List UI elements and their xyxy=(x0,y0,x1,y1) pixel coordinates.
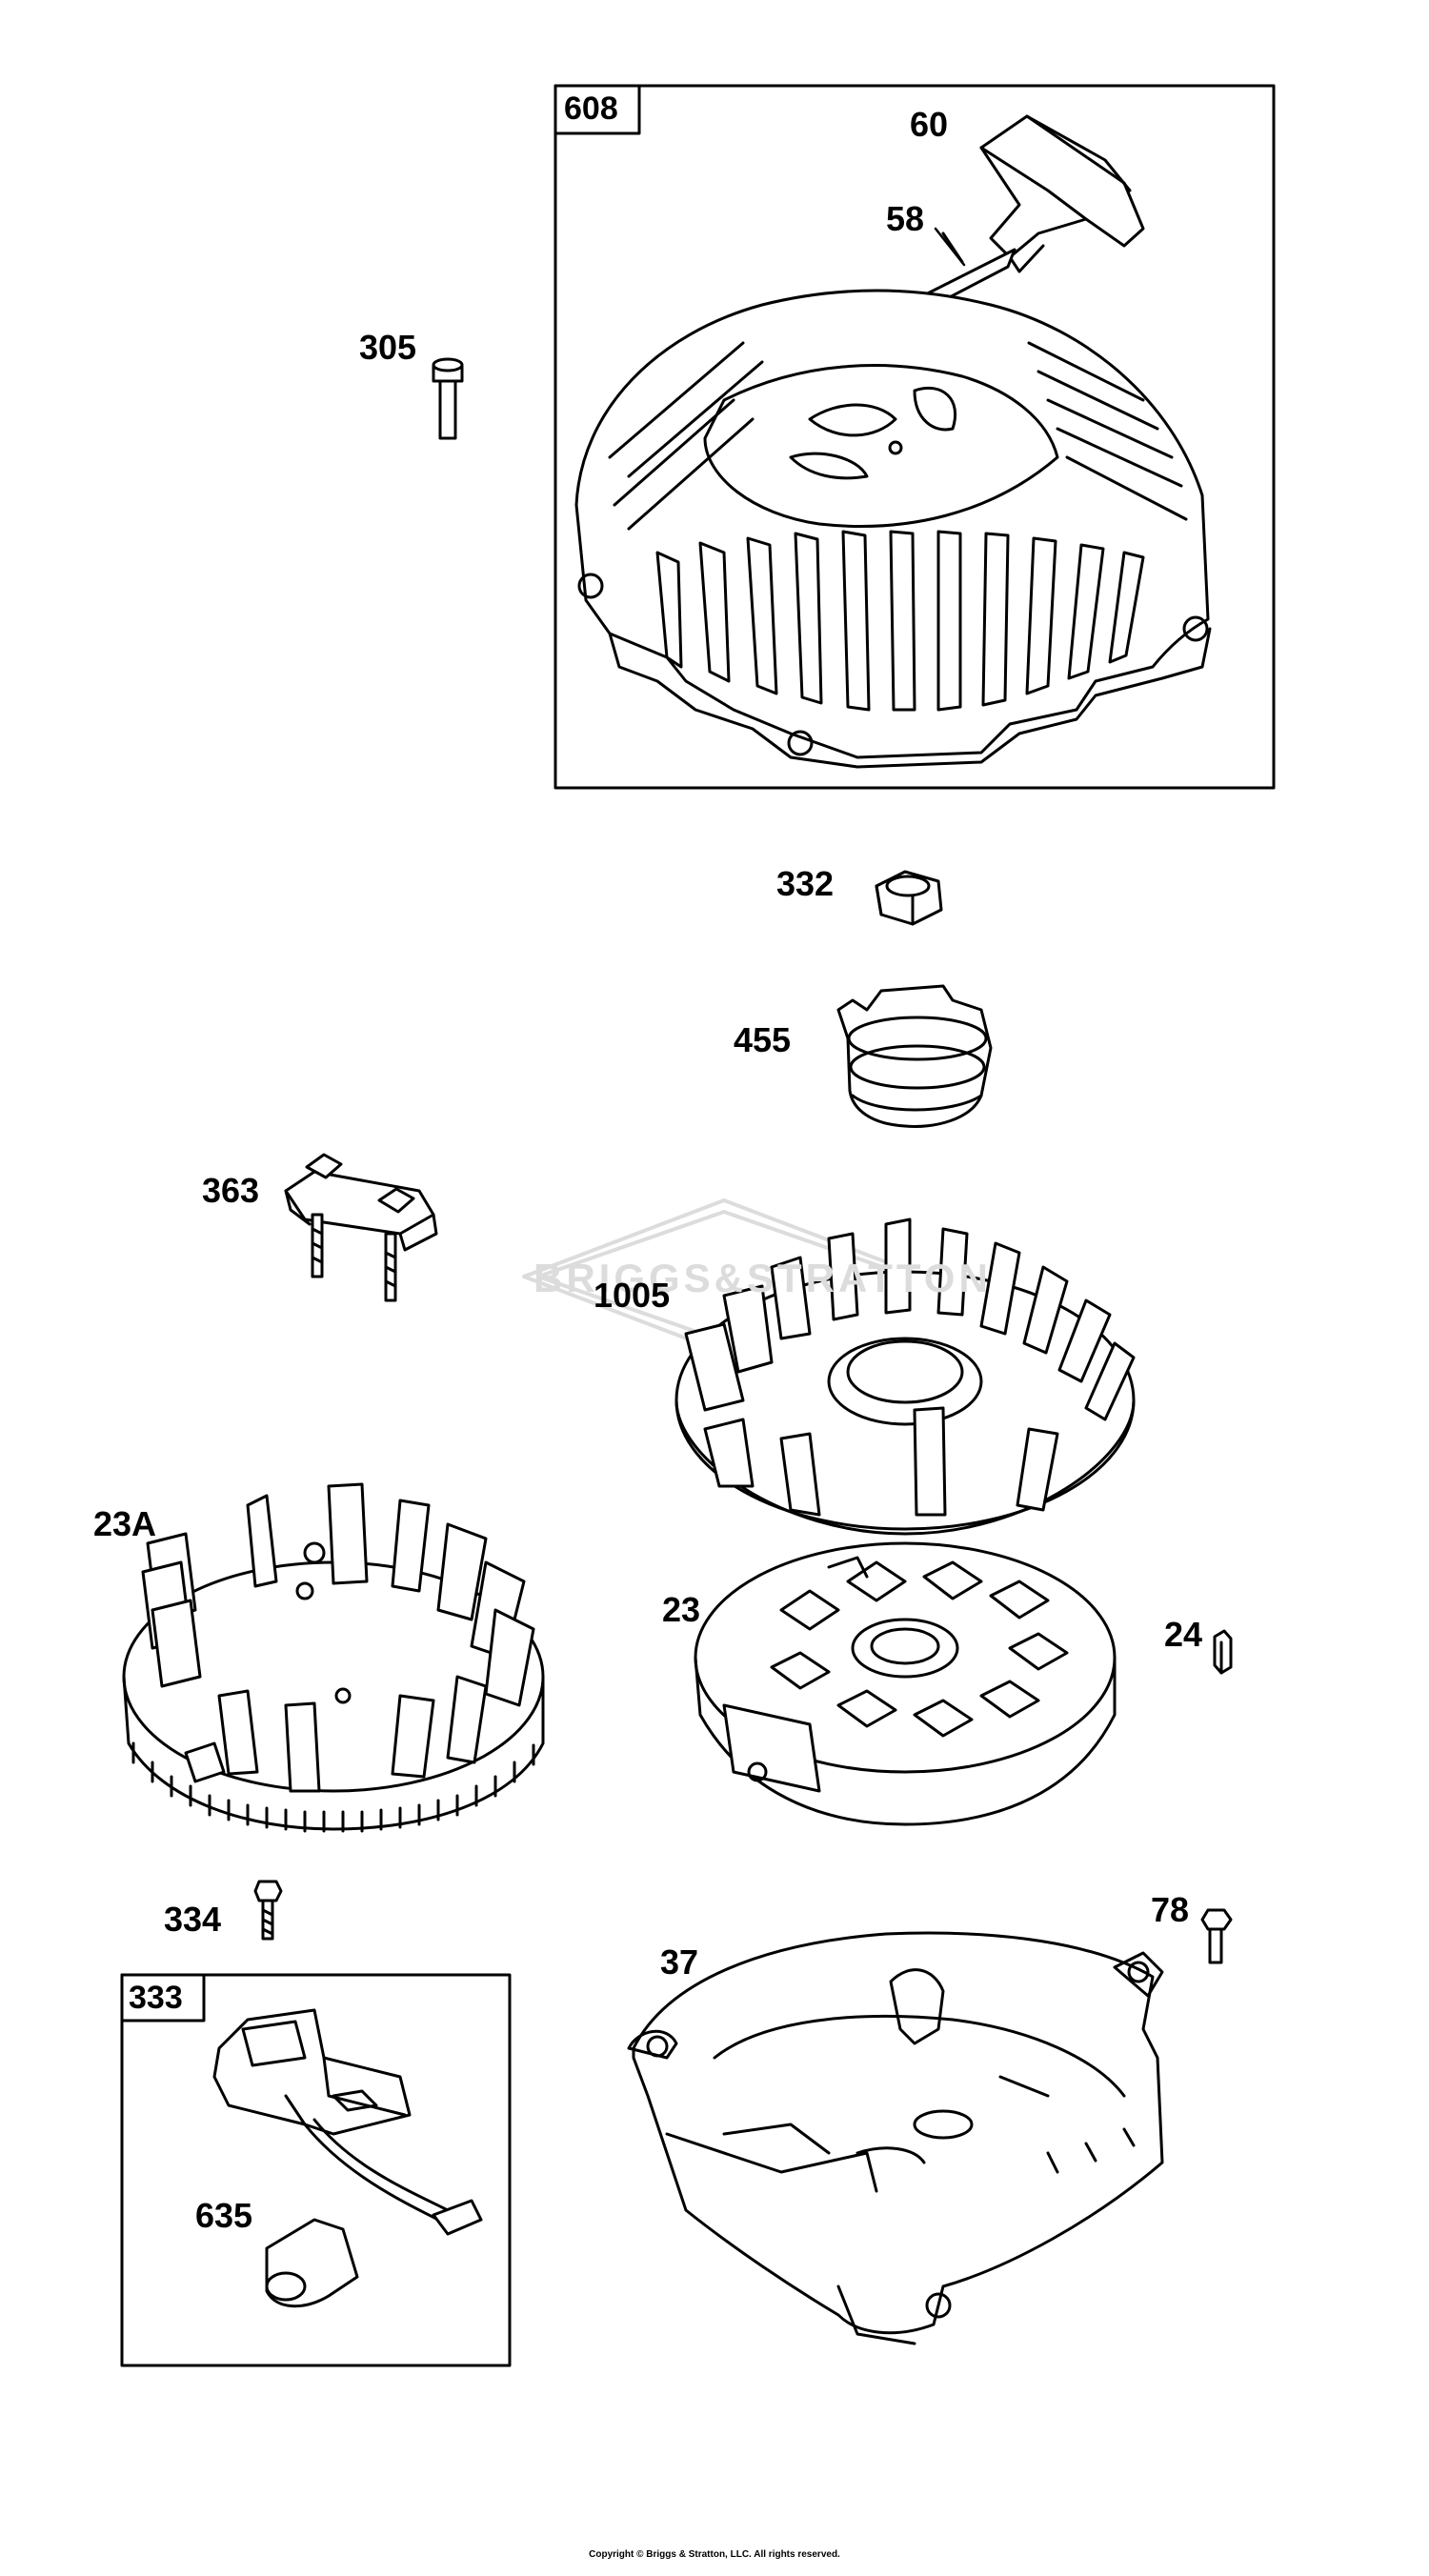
label-305[interactable]: 305 xyxy=(359,328,417,367)
blower-housing-37 xyxy=(627,1931,1164,2345)
bolt-334 xyxy=(253,1880,283,1941)
label-24[interactable]: 24 xyxy=(1164,1615,1203,1654)
label-78[interactable]: 78 xyxy=(1151,1890,1190,1929)
key-24 xyxy=(1213,1629,1233,1675)
flywheel-23A xyxy=(122,1482,545,1833)
leader-58 xyxy=(934,227,966,267)
label-455[interactable]: 455 xyxy=(734,1020,792,1059)
label-23A[interactable]: 23A xyxy=(93,1504,157,1543)
label-60[interactable]: 60 xyxy=(910,105,949,144)
rope-handle-60 xyxy=(979,114,1145,273)
starter-housing xyxy=(574,289,1212,769)
assembly-box-333-tab xyxy=(120,1973,206,2023)
assembly-box-333 xyxy=(120,1973,512,2367)
spark-plug-boot-635 xyxy=(265,2218,359,2308)
copyright-notice: Copyright © Briggs & Stratton, LLC. All … xyxy=(589,2549,840,2560)
label-332[interactable]: 332 xyxy=(776,864,835,903)
label-334[interactable]: 334 xyxy=(164,1900,222,1939)
bolt-78 xyxy=(1200,1908,1233,1964)
watermark-text: BRIGGS&STRATTON xyxy=(533,1256,992,1300)
label-1005[interactable]: 1005 xyxy=(594,1276,671,1315)
bolt-305 xyxy=(432,357,464,440)
label-333[interactable]: 333 xyxy=(129,1980,183,2016)
label-608[interactable]: 608 xyxy=(564,91,618,127)
ignition-armature xyxy=(212,2008,483,2236)
label-37[interactable]: 37 xyxy=(660,1942,699,1982)
label-363[interactable]: 363 xyxy=(202,1171,260,1210)
assembly-box-608 xyxy=(553,84,1276,790)
bracket-363 xyxy=(284,1153,438,1302)
assembly-box-608-tab xyxy=(553,84,641,135)
starter-cup-455 xyxy=(836,984,993,1129)
flywheel-23 xyxy=(694,1541,1117,1826)
label-23[interactable]: 23 xyxy=(662,1590,701,1629)
fan-1005 xyxy=(674,1218,1136,1536)
nut-332 xyxy=(875,870,943,926)
label-635[interactable]: 635 xyxy=(195,2196,253,2235)
label-58[interactable]: 58 xyxy=(886,199,925,238)
